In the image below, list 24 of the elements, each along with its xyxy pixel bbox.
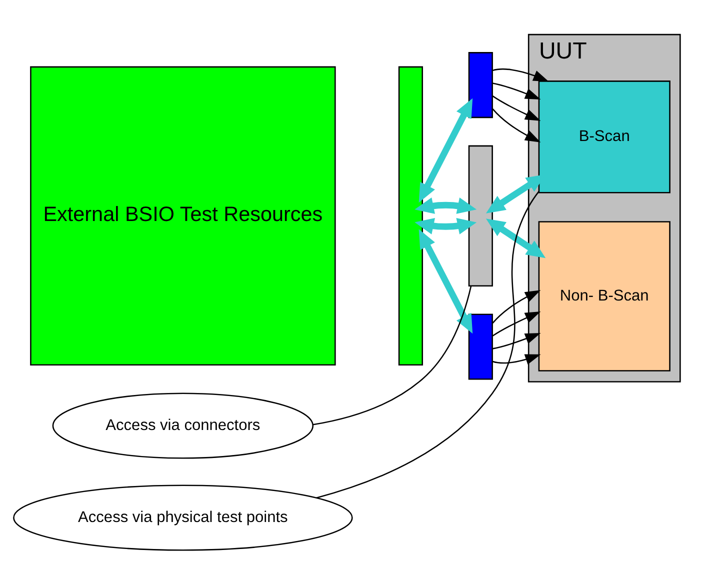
- node-bar: [398, 66, 424, 366]
- arrow: [486, 218, 546, 258]
- arrow: [492, 332, 541, 349]
- arrow: [418, 228, 473, 334]
- node-ellipse: Access via connectors: [52, 392, 314, 458]
- node-bar: [468, 52, 493, 118]
- arrow: [492, 108, 541, 142]
- node-ellipse: Access via physical test points: [13, 484, 353, 550]
- node-box: Non- B-Scan: [538, 220, 670, 371]
- node-box: B-Scan: [538, 80, 670, 193]
- connector: [316, 190, 540, 498]
- arrow: [492, 311, 541, 336]
- connector: [312, 285, 472, 425]
- arrow: [492, 82, 541, 99]
- arrow: [492, 95, 541, 120]
- node-box: External BSIO Test Resources: [30, 66, 336, 366]
- node-bar: [468, 144, 493, 286]
- arrow: [418, 98, 473, 202]
- arrow: [492, 68, 549, 82]
- arrow: [414, 196, 477, 214]
- arrow: [414, 217, 477, 234]
- arrow: [492, 290, 541, 323]
- node-bar: [468, 313, 493, 380]
- arrow: [492, 354, 541, 364]
